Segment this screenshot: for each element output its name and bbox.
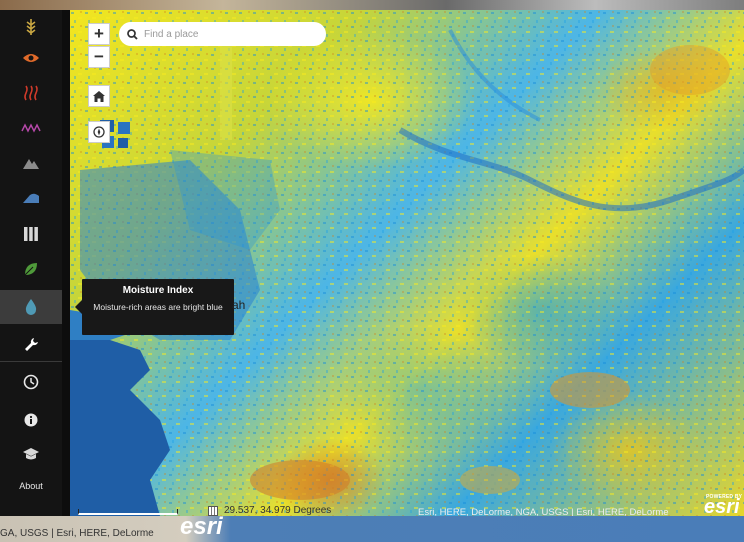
water-drop-icon xyxy=(25,299,37,315)
compass-icon xyxy=(93,126,105,138)
sidebar-item-bands[interactable] xyxy=(0,217,62,251)
locate-button[interactable] xyxy=(88,121,110,143)
sidebar-about-link[interactable]: About xyxy=(19,481,43,491)
tool-sidebar: About xyxy=(0,10,70,516)
grid-icon[interactable] xyxy=(208,505,218,516)
sidebar-item-visible[interactable] xyxy=(0,41,62,75)
search-icon xyxy=(127,28,138,40)
leaf-icon xyxy=(24,263,37,276)
zoom-in-button[interactable]: + xyxy=(88,23,110,45)
place-search xyxy=(119,22,326,46)
sidebar-item-learn[interactable] xyxy=(0,437,62,471)
sidebar-item-time[interactable] xyxy=(0,365,62,399)
moisture-tooltip: Moisture Index Moisture-rich areas are b… xyxy=(82,279,234,335)
tooltip-body: Moisture-rich areas are bright blue xyxy=(93,302,223,312)
eye-icon xyxy=(23,54,39,62)
sidebar-item-spectral[interactable] xyxy=(0,111,62,145)
clock-icon xyxy=(23,374,39,390)
wrench-icon xyxy=(25,338,38,351)
sidebar-item-agriculture[interactable] xyxy=(0,10,62,44)
background-imagery-top xyxy=(0,0,744,10)
coordinate-text: 29.537, 34.979 Degrees xyxy=(224,505,332,516)
heat-waves-icon xyxy=(24,85,38,101)
background-imagery-bottom xyxy=(0,516,744,542)
map-place-label: ah xyxy=(232,298,246,312)
home-icon xyxy=(93,90,105,102)
search-input[interactable] xyxy=(144,28,314,40)
home-button[interactable] xyxy=(88,85,110,107)
background-esri-logo: esri xyxy=(180,513,223,540)
graduation-cap-icon xyxy=(23,448,39,460)
sidebar-item-moisture[interactable] xyxy=(0,290,62,324)
esri-logo[interactable]: POWERED BY esri xyxy=(700,494,744,518)
info-icon xyxy=(24,413,38,427)
background-attribution: GA, USGS | Esri, HERE, DeLorme xyxy=(0,528,154,539)
sidebar-divider xyxy=(0,361,62,362)
bars-icon xyxy=(24,227,38,241)
sidebar-item-bathymetry[interactable] xyxy=(0,181,62,215)
scale-bar xyxy=(78,509,178,515)
zoom-out-button[interactable]: − xyxy=(88,46,110,68)
map-imagery xyxy=(70,10,744,516)
wheat-icon xyxy=(26,19,36,35)
mountain-icon xyxy=(23,159,39,169)
coordinate-readout: 29.537, 34.979 Degrees xyxy=(208,505,331,516)
sidebar-item-tools[interactable] xyxy=(0,328,62,362)
moisture-map[interactable] xyxy=(70,10,744,516)
map-attribution: Esri, HERE, DeLorme, NGA, USGS | Esri, H… xyxy=(418,507,669,518)
esri-logo-text: esri xyxy=(704,496,740,518)
sidebar-rail xyxy=(62,10,70,516)
powered-by-label: POWERED BY xyxy=(706,494,743,500)
shore-icon xyxy=(23,193,39,203)
sidebar-item-vegetation[interactable] xyxy=(0,252,62,286)
tooltip-arrow xyxy=(75,300,82,314)
tooltip-title: Moisture Index xyxy=(122,285,194,296)
sidebar-item-terrain[interactable] xyxy=(0,146,62,180)
sidebar-item-info[interactable] xyxy=(0,403,62,437)
zigzag-icon xyxy=(21,123,41,133)
sidebar-item-thermal[interactable] xyxy=(0,76,62,110)
